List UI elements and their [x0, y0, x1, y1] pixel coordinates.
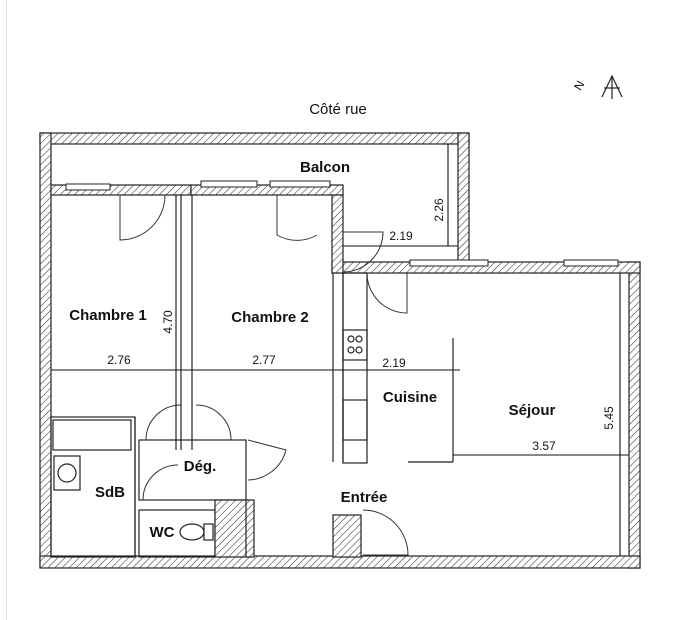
- room-cuisine: Cuisine: [383, 389, 437, 406]
- dim-chambre-2-width: 2.77: [252, 353, 276, 367]
- dim-chambre-1-width: 2.76: [107, 353, 131, 367]
- dim-cuisine-width: 2.19: [382, 356, 406, 370]
- room-entree: Entrée: [341, 489, 388, 506]
- room-chambre-2: Chambre 2: [231, 309, 309, 326]
- dimension-lines: [51, 144, 629, 556]
- scan-edge: [6, 0, 7, 620]
- dim-balcon-depth: 2.26: [432, 198, 446, 222]
- doors: [119, 194, 409, 556]
- room-balcon: Balcon: [300, 159, 350, 176]
- dim-bedroom-depth: 4.70: [161, 310, 175, 334]
- room-sdb: SdB: [95, 484, 125, 501]
- dimension-labels: 2.26 2.19 4.70 2.76 2.77 2.19 5.45 3.57: [107, 198, 616, 453]
- north-letter: N: [571, 78, 587, 93]
- street-side-label: Côté rue: [309, 101, 367, 118]
- interior-walls: [50, 195, 454, 558]
- room-chambre-1: Chambre 1: [69, 307, 147, 324]
- north-arrow-icon: N: [571, 74, 623, 99]
- room-labels: Balcon Chambre 1 Chambre 2 Cuisine Séjou…: [69, 159, 555, 541]
- dim-sejour-depth: 5.45: [602, 406, 616, 430]
- exterior-walls: [39, 132, 641, 569]
- dim-balcon-width: 2.19: [389, 229, 413, 243]
- room-wc: WC: [150, 524, 175, 541]
- room-sejour: Séjour: [509, 402, 556, 419]
- windows: [65, 180, 619, 267]
- room-degagement: Dég.: [184, 458, 217, 475]
- dim-sejour-width: 3.57: [532, 439, 556, 453]
